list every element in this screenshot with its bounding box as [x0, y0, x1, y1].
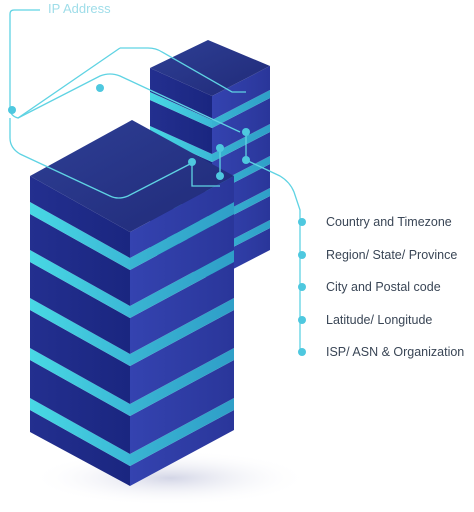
- list-item-region-state-province: Region/ State/ Province: [326, 248, 458, 262]
- connection-nodes: [8, 84, 306, 356]
- list-item-isp-asn-organization: ISP/ ASN & Organization: [326, 345, 465, 359]
- front-server-tower: [30, 120, 234, 486]
- list-item-country-timezone: Country and Timezone: [326, 215, 452, 229]
- list-item-city-postal-code: City and Postal code: [326, 280, 441, 294]
- ip-address-label: IP Address: [48, 1, 111, 16]
- connection-lines: [9, 9, 301, 352]
- list-item-latitude-longitude: Latitude/ Longitude: [326, 313, 433, 327]
